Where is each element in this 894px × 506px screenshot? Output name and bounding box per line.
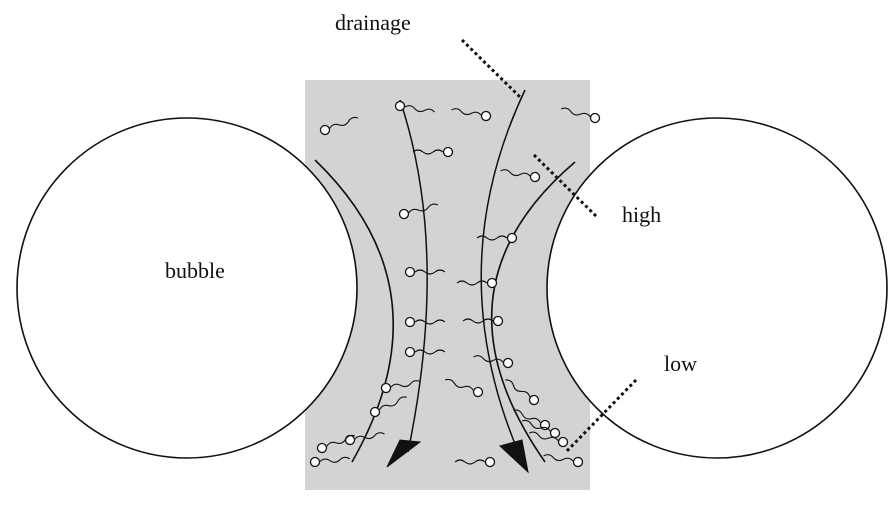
surfactant-tail — [414, 319, 446, 325]
surfactant-tail — [473, 355, 504, 363]
surfactant-molecule — [543, 454, 584, 468]
surfactant-tail — [513, 409, 541, 424]
surfactant-tail — [543, 454, 574, 462]
surfactant-molecule — [404, 316, 446, 328]
film-wall-left — [314, 159, 395, 463]
surfactant-head — [480, 110, 492, 122]
drainage-flow-right — [480, 89, 526, 457]
surfactant-head — [319, 124, 331, 136]
surfactant-molecule — [528, 431, 569, 448]
surfactant-head — [309, 456, 321, 468]
right-bubble — [546, 117, 888, 459]
surfactant-tail — [404, 105, 435, 113]
surfactant-molecule — [505, 379, 540, 406]
surfactant-head — [472, 386, 484, 398]
surfactant-tail — [454, 459, 486, 465]
surfactant-molecule — [319, 116, 359, 136]
drainage-arrowhead-left — [386, 439, 422, 468]
high-label: high — [622, 202, 661, 227]
surfactant-head — [502, 357, 514, 369]
surfactant-molecule — [476, 232, 518, 244]
drainage-label: drainage — [335, 10, 411, 35]
surfactant-tail — [408, 203, 439, 214]
surfactant-head — [528, 394, 540, 406]
surfactant-molecule — [521, 419, 561, 439]
surfactant-molecule — [394, 100, 435, 113]
surfactant-head — [529, 171, 541, 183]
surfactant-molecule — [316, 434, 356, 454]
surfactant-molecule — [462, 315, 504, 327]
surfactant-head — [404, 316, 416, 328]
surfactant-tail — [451, 108, 482, 116]
surfactant-head — [589, 112, 601, 124]
surfactant-head — [316, 442, 328, 454]
surfactant-molecule — [309, 456, 351, 468]
surfactant-molecules — [309, 100, 601, 468]
surfactant-tail — [390, 380, 421, 388]
surfactant-tail — [414, 269, 446, 275]
surfactant-molecule — [456, 277, 498, 289]
surfactant-head — [380, 382, 392, 394]
surfactant-molecule — [444, 378, 484, 398]
surfactant-tail — [456, 280, 488, 286]
surfactant-tail — [326, 434, 356, 447]
surfactant-head — [506, 232, 518, 244]
surfactant-tail — [462, 318, 494, 324]
surfactant-tail — [444, 378, 474, 391]
low-label: low — [664, 351, 697, 376]
surfactant-head — [394, 100, 406, 112]
drainage-leader — [460, 38, 522, 99]
surfactant-tail — [354, 432, 385, 440]
surfactant-tail — [379, 396, 407, 411]
surfactant-tail — [412, 149, 444, 155]
surfactant-tail — [319, 456, 351, 463]
surfactant-tail — [500, 169, 531, 177]
low-leader — [564, 378, 638, 454]
surfactant-tail — [521, 419, 551, 432]
drainage-arrowhead-right — [499, 439, 529, 474]
drainage-flow-left — [399, 99, 428, 453]
surfactant-tail — [414, 349, 446, 355]
surfactant-head — [398, 208, 410, 220]
surfactant-head — [486, 277, 498, 289]
surfactant-head — [492, 315, 504, 327]
surfactant-tail — [476, 235, 508, 241]
surfactant-molecule — [412, 146, 454, 158]
film-wall-right — [490, 161, 576, 463]
surfactant-molecule — [404, 266, 446, 278]
surfactant-molecule — [369, 396, 407, 418]
surfactant-molecule — [500, 169, 541, 183]
surfactant-molecule — [454, 456, 496, 468]
surfactant-tail — [505, 379, 531, 398]
surfactant-tail — [528, 431, 559, 442]
surfactant-molecule — [560, 107, 601, 124]
surfactant-molecule — [398, 203, 439, 220]
surfactant-head — [557, 436, 569, 448]
surfactant-molecule — [473, 355, 514, 369]
surfactant-head — [442, 146, 454, 158]
left-bubble — [16, 117, 358, 459]
surfactant-head — [572, 456, 584, 468]
surfactant-tail — [560, 107, 591, 118]
surfactant-molecule — [380, 380, 421, 394]
surfactant-molecule — [451, 108, 492, 122]
bubble-label: bubble — [165, 258, 225, 283]
surfactant-tail — [329, 116, 359, 129]
surfactant-head — [404, 346, 416, 358]
high-leader — [532, 153, 600, 220]
surfactant-head — [484, 456, 496, 468]
surfactant-molecule — [404, 346, 446, 358]
surfactant-head — [404, 266, 416, 278]
surfactant-head — [369, 406, 381, 418]
